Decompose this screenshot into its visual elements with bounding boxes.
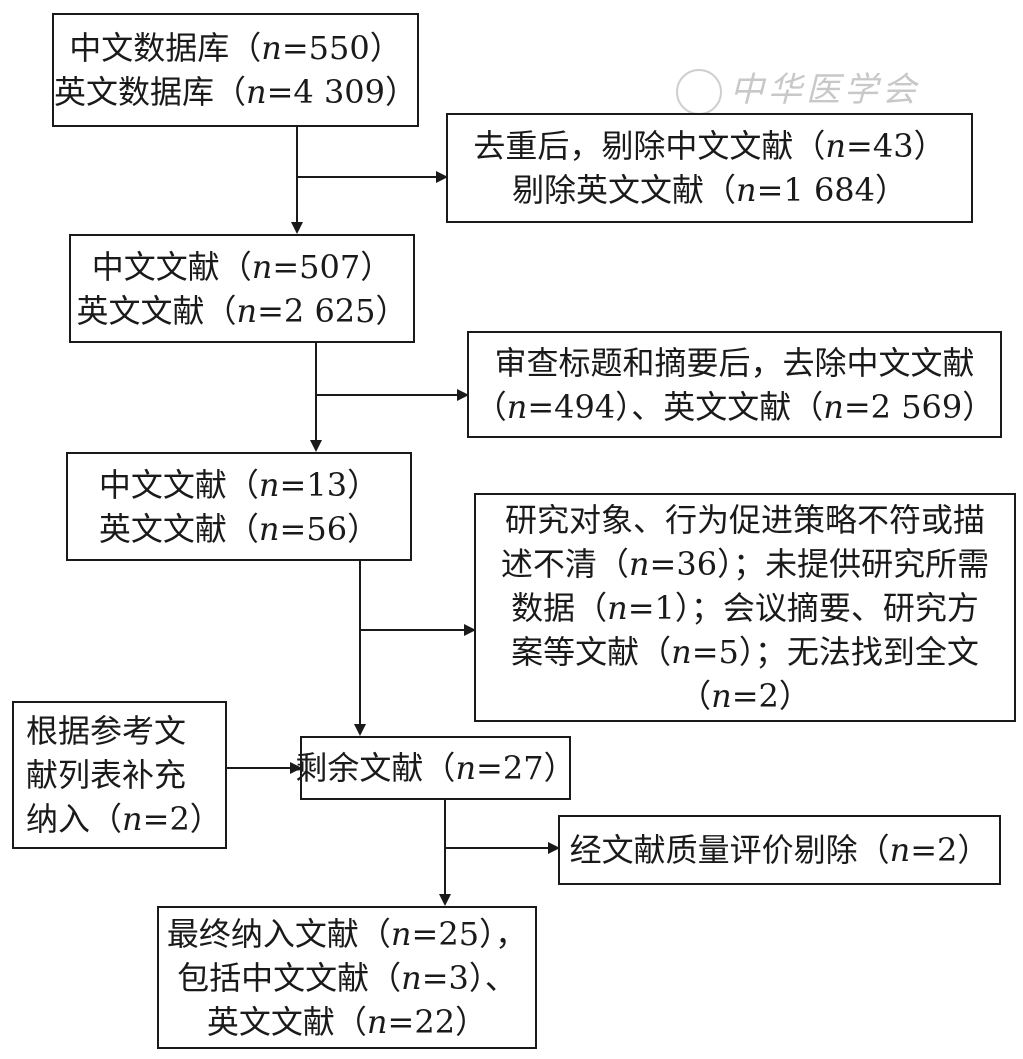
quality-excluded-text: 经文献质量评价剔除（n=2）: [569, 831, 990, 869]
fulltext-excluded-line1: 研究对象、行为促进策略不符或描: [504, 500, 985, 539]
dedup-excluded-box: 去重后，剔除中文文献（n=43） 剔除英文文献（n=1 684）: [446, 113, 973, 223]
dedup-excluded-en: 剔除英文文献（n=1 684）: [511, 171, 908, 209]
databases-box: 中文数据库（n=550） 英文数据库（n=4 309）: [52, 13, 419, 127]
dedup-excluded-cn: 去重后，剔除中文文献（n=43）: [473, 127, 946, 165]
fulltext-excluded-line5: （n=2）: [679, 676, 811, 715]
reference-added-line2: 献列表补充: [26, 756, 187, 794]
after-screening-cn: 中文文献（n=13）: [98, 465, 380, 504]
watermark: 中华医学会: [676, 62, 920, 115]
reference-added-line1: 根据参考文: [26, 712, 187, 750]
databases-cn: 中文数据库（n=550）: [69, 29, 402, 67]
final-included-line2: 包括中文文献（n=3）、: [177, 958, 517, 997]
after-dedup-box: 中文文献（n=507） 英文文献（n=2 625）: [69, 234, 415, 343]
after-dedup-cn: 中文文献（n=507）: [91, 247, 393, 286]
remaining-text: 剩余文献（n=27）: [295, 749, 576, 787]
final-included-box: 最终纳入文献（n=25）， 包括中文文献（n=3）、 英文文献（n=22）: [157, 906, 537, 1049]
watermark-text: 中华医学会: [730, 70, 920, 110]
fulltext-excluded-line4: 案等文献（n=5）；无法找到全文: [511, 632, 979, 671]
final-included-line1: 最终纳入文献（n=25），: [166, 914, 528, 953]
fulltext-excluded-line3: 数据（n=1）；会议摘要、研究方: [511, 588, 979, 627]
databases-en: 英文数据库（n=4 309）: [53, 73, 418, 111]
fulltext-excluded-box: 研究对象、行为促进策略不符或描 述不清（n=36）；未提供研究所需 数据（n=1…: [474, 493, 1016, 722]
final-included-line3: 英文文献（n=22）: [206, 1002, 488, 1041]
reference-added-box: 根据参考文 献列表补充 纳入（n=2）: [12, 701, 227, 849]
reference-added-line3: 纳入（n=2）: [26, 800, 222, 838]
quality-excluded-box: 经文献质量评价剔除（n=2）: [558, 815, 1001, 885]
title-abstract-excluded-line2: （n=494）、英文文献（n=2 569）: [474, 387, 995, 426]
title-abstract-excluded-line1: 审查标题和摘要后，去除中文文献: [494, 343, 975, 382]
title-abstract-excluded-box: 审查标题和摘要后，去除中文文献 （n=494）、英文文献（n=2 569）: [467, 331, 1002, 438]
after-screening-en: 英文文献（n=56）: [98, 509, 380, 548]
remaining-box: 剩余文献（n=27）: [295, 736, 576, 800]
after-screening-box: 中文文献（n=13） 英文文献（n=56）: [66, 452, 412, 561]
after-dedup-en: 英文文献（n=2 625）: [76, 291, 408, 330]
fulltext-excluded-line2: 述不清（n=36）；未提供研究所需: [500, 544, 990, 583]
